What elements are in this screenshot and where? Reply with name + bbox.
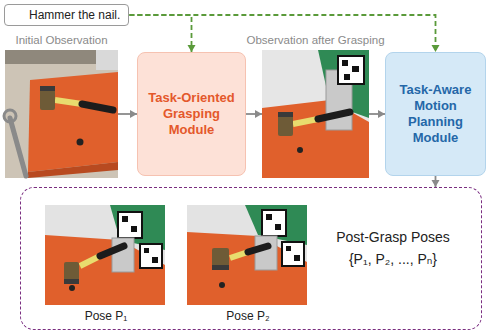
pose-group: Post-Grasp Poses{P₁, P₂, ..., Pₙ} Pose P₁… — [20, 187, 482, 330]
connector — [129, 15, 439, 52]
arrow-head — [432, 180, 440, 187]
grasp-photo — [262, 50, 369, 178]
node-label: Post-Grasp Poses — [313, 226, 473, 248]
instruction-box: Hammer the nail. — [4, 4, 129, 26]
connector-line — [129, 15, 435, 52]
photo-caption: Pose P₁ — [85, 309, 128, 323]
node-label: Task-Aware Motion Planning Module — [392, 82, 479, 146]
connector — [129, 15, 195, 52]
photo-caption: Initial Observation — [15, 34, 107, 46]
pose-photo — [45, 205, 165, 305]
connector-line — [129, 15, 191, 52]
arrow-head — [432, 45, 440, 52]
photo-caption: Pose P₂ — [226, 309, 269, 323]
observation-photo: Initial Observation — [5, 50, 118, 178]
connector — [369, 110, 385, 118]
pose-photo — [187, 205, 307, 305]
node-label: Task-Oriented Grasping Module — [144, 90, 239, 138]
pose-photo-node: Pose P₁ — [46, 206, 166, 306]
node-label: Hammer the nail. — [29, 8, 120, 22]
initial-photo — [4, 50, 118, 178]
arrow-head — [130, 110, 137, 118]
arrow-head — [188, 45, 196, 52]
arrow-head — [378, 110, 385, 118]
arrow-head — [255, 110, 262, 118]
group-text: Post-Grasp Poses{P₁, P₂, ..., Pₙ} — [313, 226, 473, 270]
module-box: Task-Aware Motion Planning Module — [385, 52, 486, 176]
pose-photo-node: Pose P₂ — [188, 206, 308, 306]
module-box: Task-Oriented Grasping Module — [137, 52, 246, 176]
photo-caption: Observation after Grasping — [246, 34, 384, 46]
observation-photo: Observation after Grasping — [262, 50, 369, 178]
connector — [246, 110, 262, 118]
connector — [118, 110, 137, 118]
connector — [432, 176, 440, 187]
node-label: {P₁, P₂, ..., Pₙ} — [313, 248, 473, 270]
